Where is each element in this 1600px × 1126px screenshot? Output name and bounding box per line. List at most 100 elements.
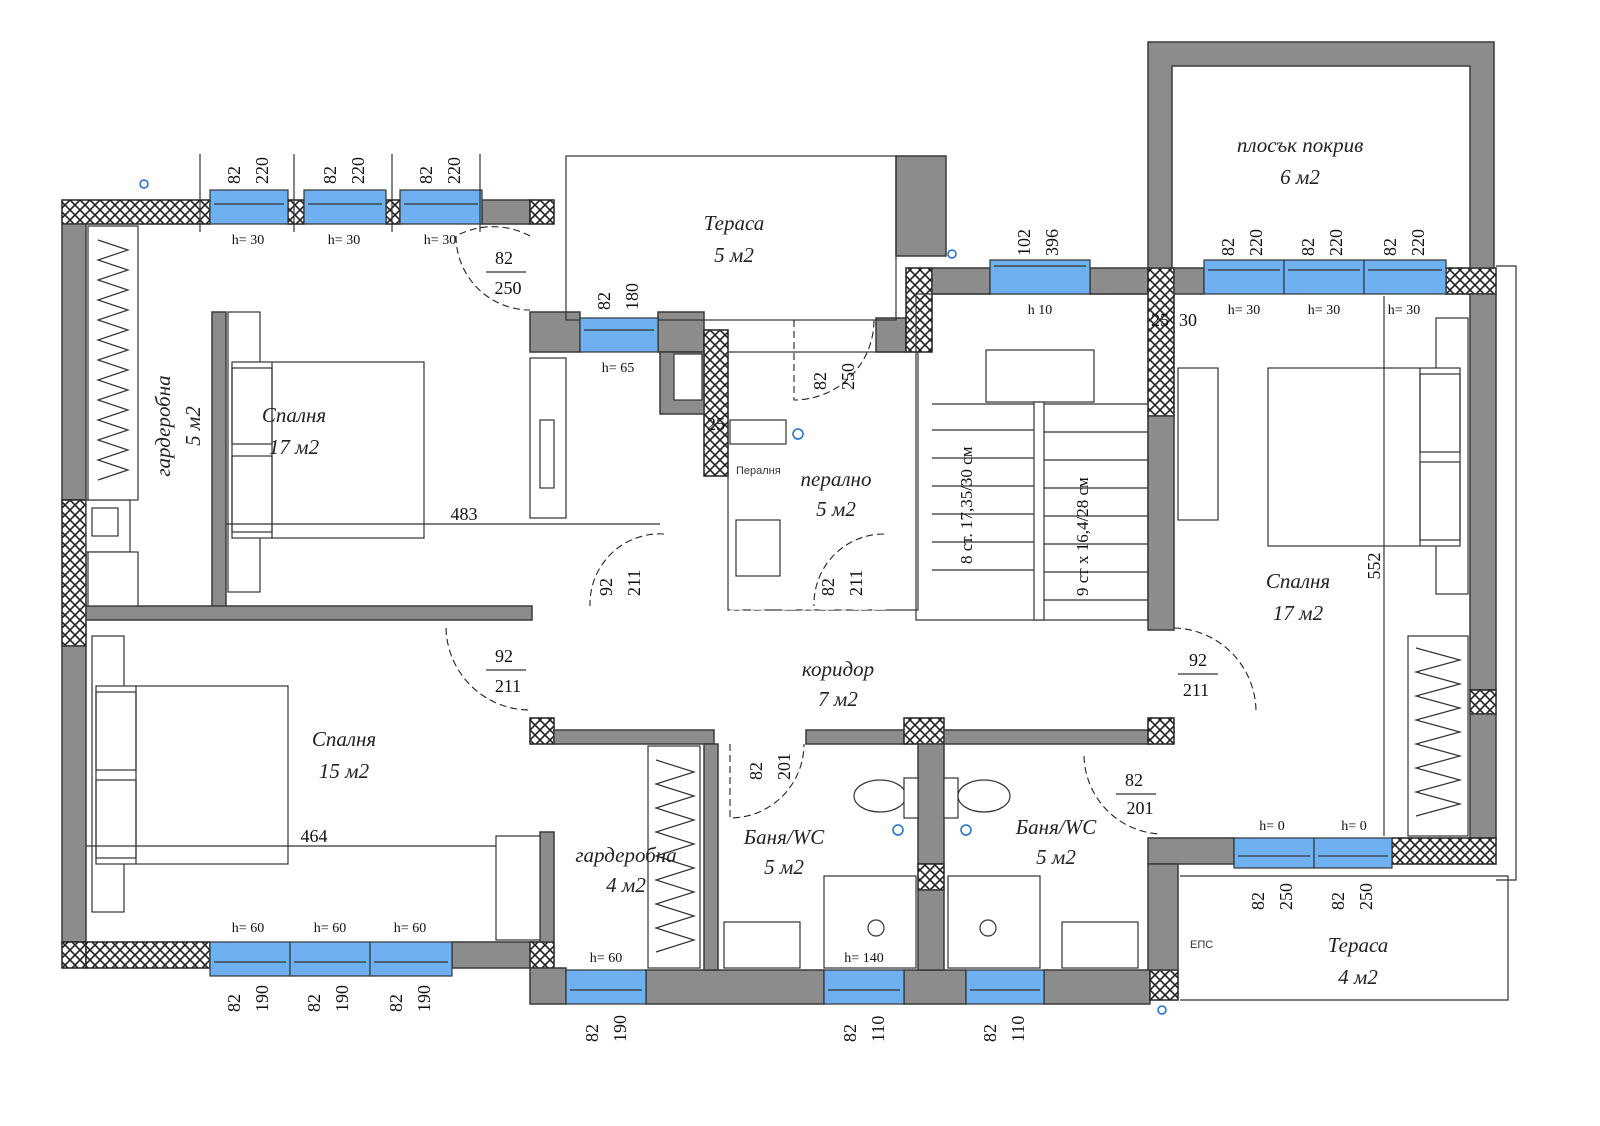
outlet-icon [792, 428, 804, 440]
room-name: Тераса [704, 211, 765, 235]
room-name: гардеробна [575, 843, 676, 867]
sill-height: h= 30 [1308, 303, 1340, 318]
room-area: 5 м2 [764, 855, 804, 879]
watermark: WWW.KONDOR-ESTATE [556, 602, 889, 632]
wardrobe [1407, 635, 1469, 837]
window-width: 82 [224, 994, 244, 1012]
wall-segment [1147, 415, 1175, 631]
washing-machine [735, 519, 781, 577]
room-area: 17 м2 [269, 435, 320, 459]
wall-hatched [917, 863, 945, 891]
room-area: 4 м2 [1338, 965, 1378, 989]
wall-hatched [61, 499, 87, 647]
washer [729, 419, 787, 445]
wall-segment [703, 743, 719, 971]
door-dimensions: 82 250 82 250 92 211 82 211 92 211 92 21… [486, 248, 1218, 818]
wall-segment [61, 223, 87, 501]
window-height: 220 [444, 157, 464, 184]
door-width: 82 [746, 762, 766, 780]
length-dimension: 30 [1179, 310, 1197, 330]
wall-hatched [529, 941, 555, 969]
door-width: 92 [495, 646, 513, 666]
room-area: 7 м2 [818, 687, 858, 711]
door-width: 92 [1189, 650, 1207, 670]
sill-height: h= 30 [424, 233, 456, 248]
wall-segment [917, 743, 945, 865]
wall-hatched [905, 267, 933, 353]
stair-outline [915, 293, 1149, 621]
door-height: 250 [838, 363, 858, 390]
door-width: 82 [810, 372, 830, 390]
window-height: 396 [1042, 229, 1062, 256]
room-area: 5 м2 [816, 497, 856, 521]
wall-hatched [61, 199, 211, 225]
door-width: 82 [1125, 770, 1143, 790]
window [579, 317, 659, 353]
laundry-sink [673, 353, 703, 401]
window-width: 82 [1248, 892, 1268, 910]
wall-segment [943, 729, 1151, 745]
window-width: 82 [224, 166, 244, 184]
sill-height: h 10 [1028, 303, 1053, 318]
room-name: коридор [802, 657, 874, 681]
window [989, 259, 1091, 295]
bottom-terrace-outline [1180, 875, 1509, 1001]
room-area: 15 м2 [319, 759, 370, 783]
window [1313, 837, 1393, 869]
room-area: 4 м2 [606, 873, 646, 897]
bed [1267, 367, 1461, 547]
sill-height: h= 0 [1259, 819, 1284, 834]
window-width: 82 [304, 994, 324, 1012]
window-height: 220 [348, 157, 368, 184]
room-labels: Тераса 5 м2 плосък покрив 6 м2 Спалня 17… [151, 133, 1388, 989]
window [823, 969, 905, 1005]
window-width: 82 [1218, 238, 1238, 256]
window [1363, 259, 1447, 295]
sill-height: h= 30 [232, 233, 264, 248]
length-dimension: 552 [1364, 553, 1384, 580]
windows [209, 189, 1447, 1005]
room-area: 5 м2 [714, 243, 754, 267]
wall-segment [805, 729, 907, 745]
stair-flight-label: 9 ст х 16,4/28 см [1073, 477, 1092, 596]
window-height: 110 [1008, 1016, 1028, 1042]
wall-segment [657, 311, 705, 353]
window-width: 102 [1014, 229, 1034, 256]
wall-segment [1043, 969, 1151, 1005]
window-height: 220 [1326, 229, 1346, 256]
sill-height: h= 60 [394, 921, 426, 936]
room-name: Спалня [262, 403, 326, 427]
window [1203, 259, 1285, 295]
stair-flight-label: 8 ст. 17,35/30 см [957, 446, 976, 564]
door-width: 82 [818, 578, 838, 596]
dimension-lines [86, 154, 1385, 847]
wall-hatched [1147, 267, 1175, 417]
window [565, 969, 647, 1005]
desk [495, 835, 541, 941]
room-name: гардеробна [151, 375, 175, 476]
length-dimension: 25 [1151, 310, 1169, 330]
window-width: 82 [386, 994, 406, 1012]
door-height: 211 [495, 676, 521, 696]
window [303, 189, 387, 225]
wall-hatched [85, 941, 211, 969]
length-dimension: 464 [301, 826, 328, 846]
wall-hatched [703, 329, 729, 477]
roof-parapet [1147, 41, 1495, 269]
door-height: 211 [1183, 680, 1209, 700]
wall-hatched [1445, 267, 1497, 295]
window-height: 250 [1276, 883, 1296, 910]
window [209, 941, 291, 977]
laundry-outline [727, 351, 919, 611]
wall-segment [451, 941, 533, 969]
wall-hatched [529, 717, 555, 745]
outlet-icon [947, 249, 957, 259]
wardrobe [87, 551, 139, 607]
window [289, 941, 371, 977]
window [209, 189, 289, 225]
facade-line [1496, 265, 1517, 881]
wall-segment [917, 889, 945, 971]
window [399, 189, 483, 225]
sill-height: h= 60 [590, 951, 622, 966]
